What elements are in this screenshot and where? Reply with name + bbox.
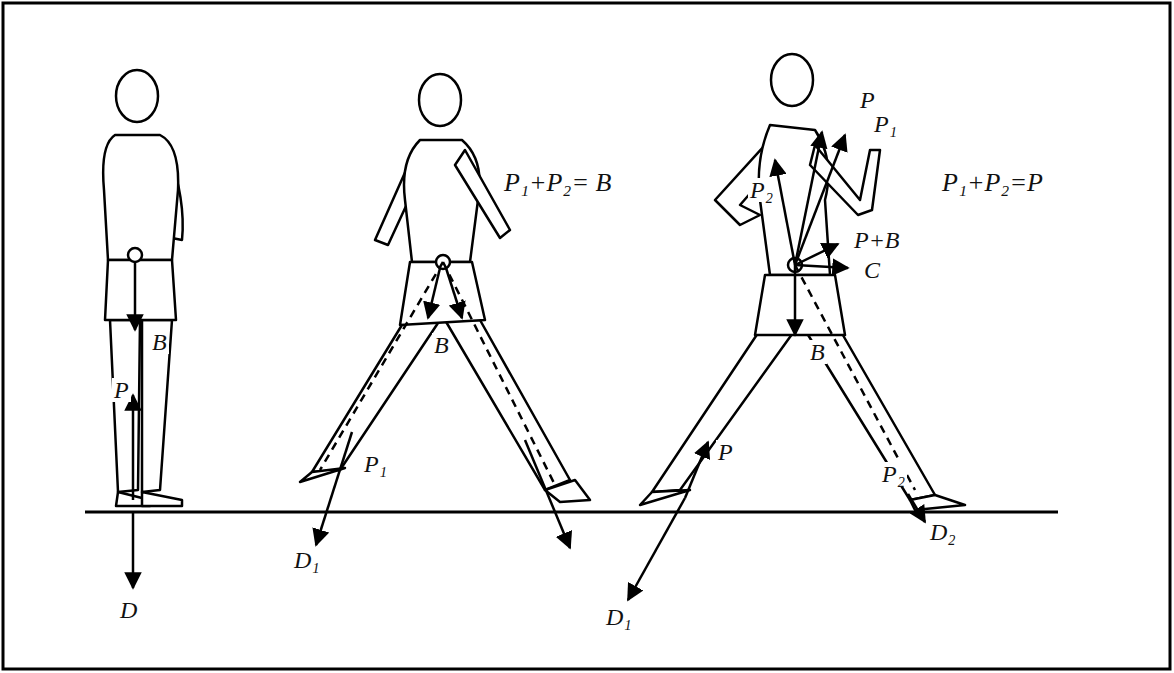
force-equation: P₁+P₂=P [940,170,1045,196]
force-label: D [118,598,139,622]
ground-line [85,511,1058,514]
force-arrows [628,132,925,600]
force-label: C [862,258,882,282]
force-label: D₁ [604,605,634,629]
force-label: P [112,378,131,402]
force-label: P₁ [362,452,389,476]
force-label: P+B [852,228,902,252]
force-label: B [432,333,451,357]
force-label: P₁ [872,112,899,136]
force-label: P [716,440,735,464]
force-label: D₁ [292,548,322,572]
force-arrows [316,262,570,548]
force-equation: P₁+P₂= B [502,170,613,196]
force-label: P [858,88,877,112]
force-label: P₂ [880,462,907,486]
force-label: B [150,330,169,354]
standing-figure [103,70,183,506]
frame-border [3,3,1170,669]
force-label: P₂ [748,178,775,202]
racewalker-figure [640,54,965,510]
force-label: B [808,340,827,364]
walking-figure [300,74,590,502]
force-arrows [133,262,135,588]
force-label: D₂ [928,520,958,544]
